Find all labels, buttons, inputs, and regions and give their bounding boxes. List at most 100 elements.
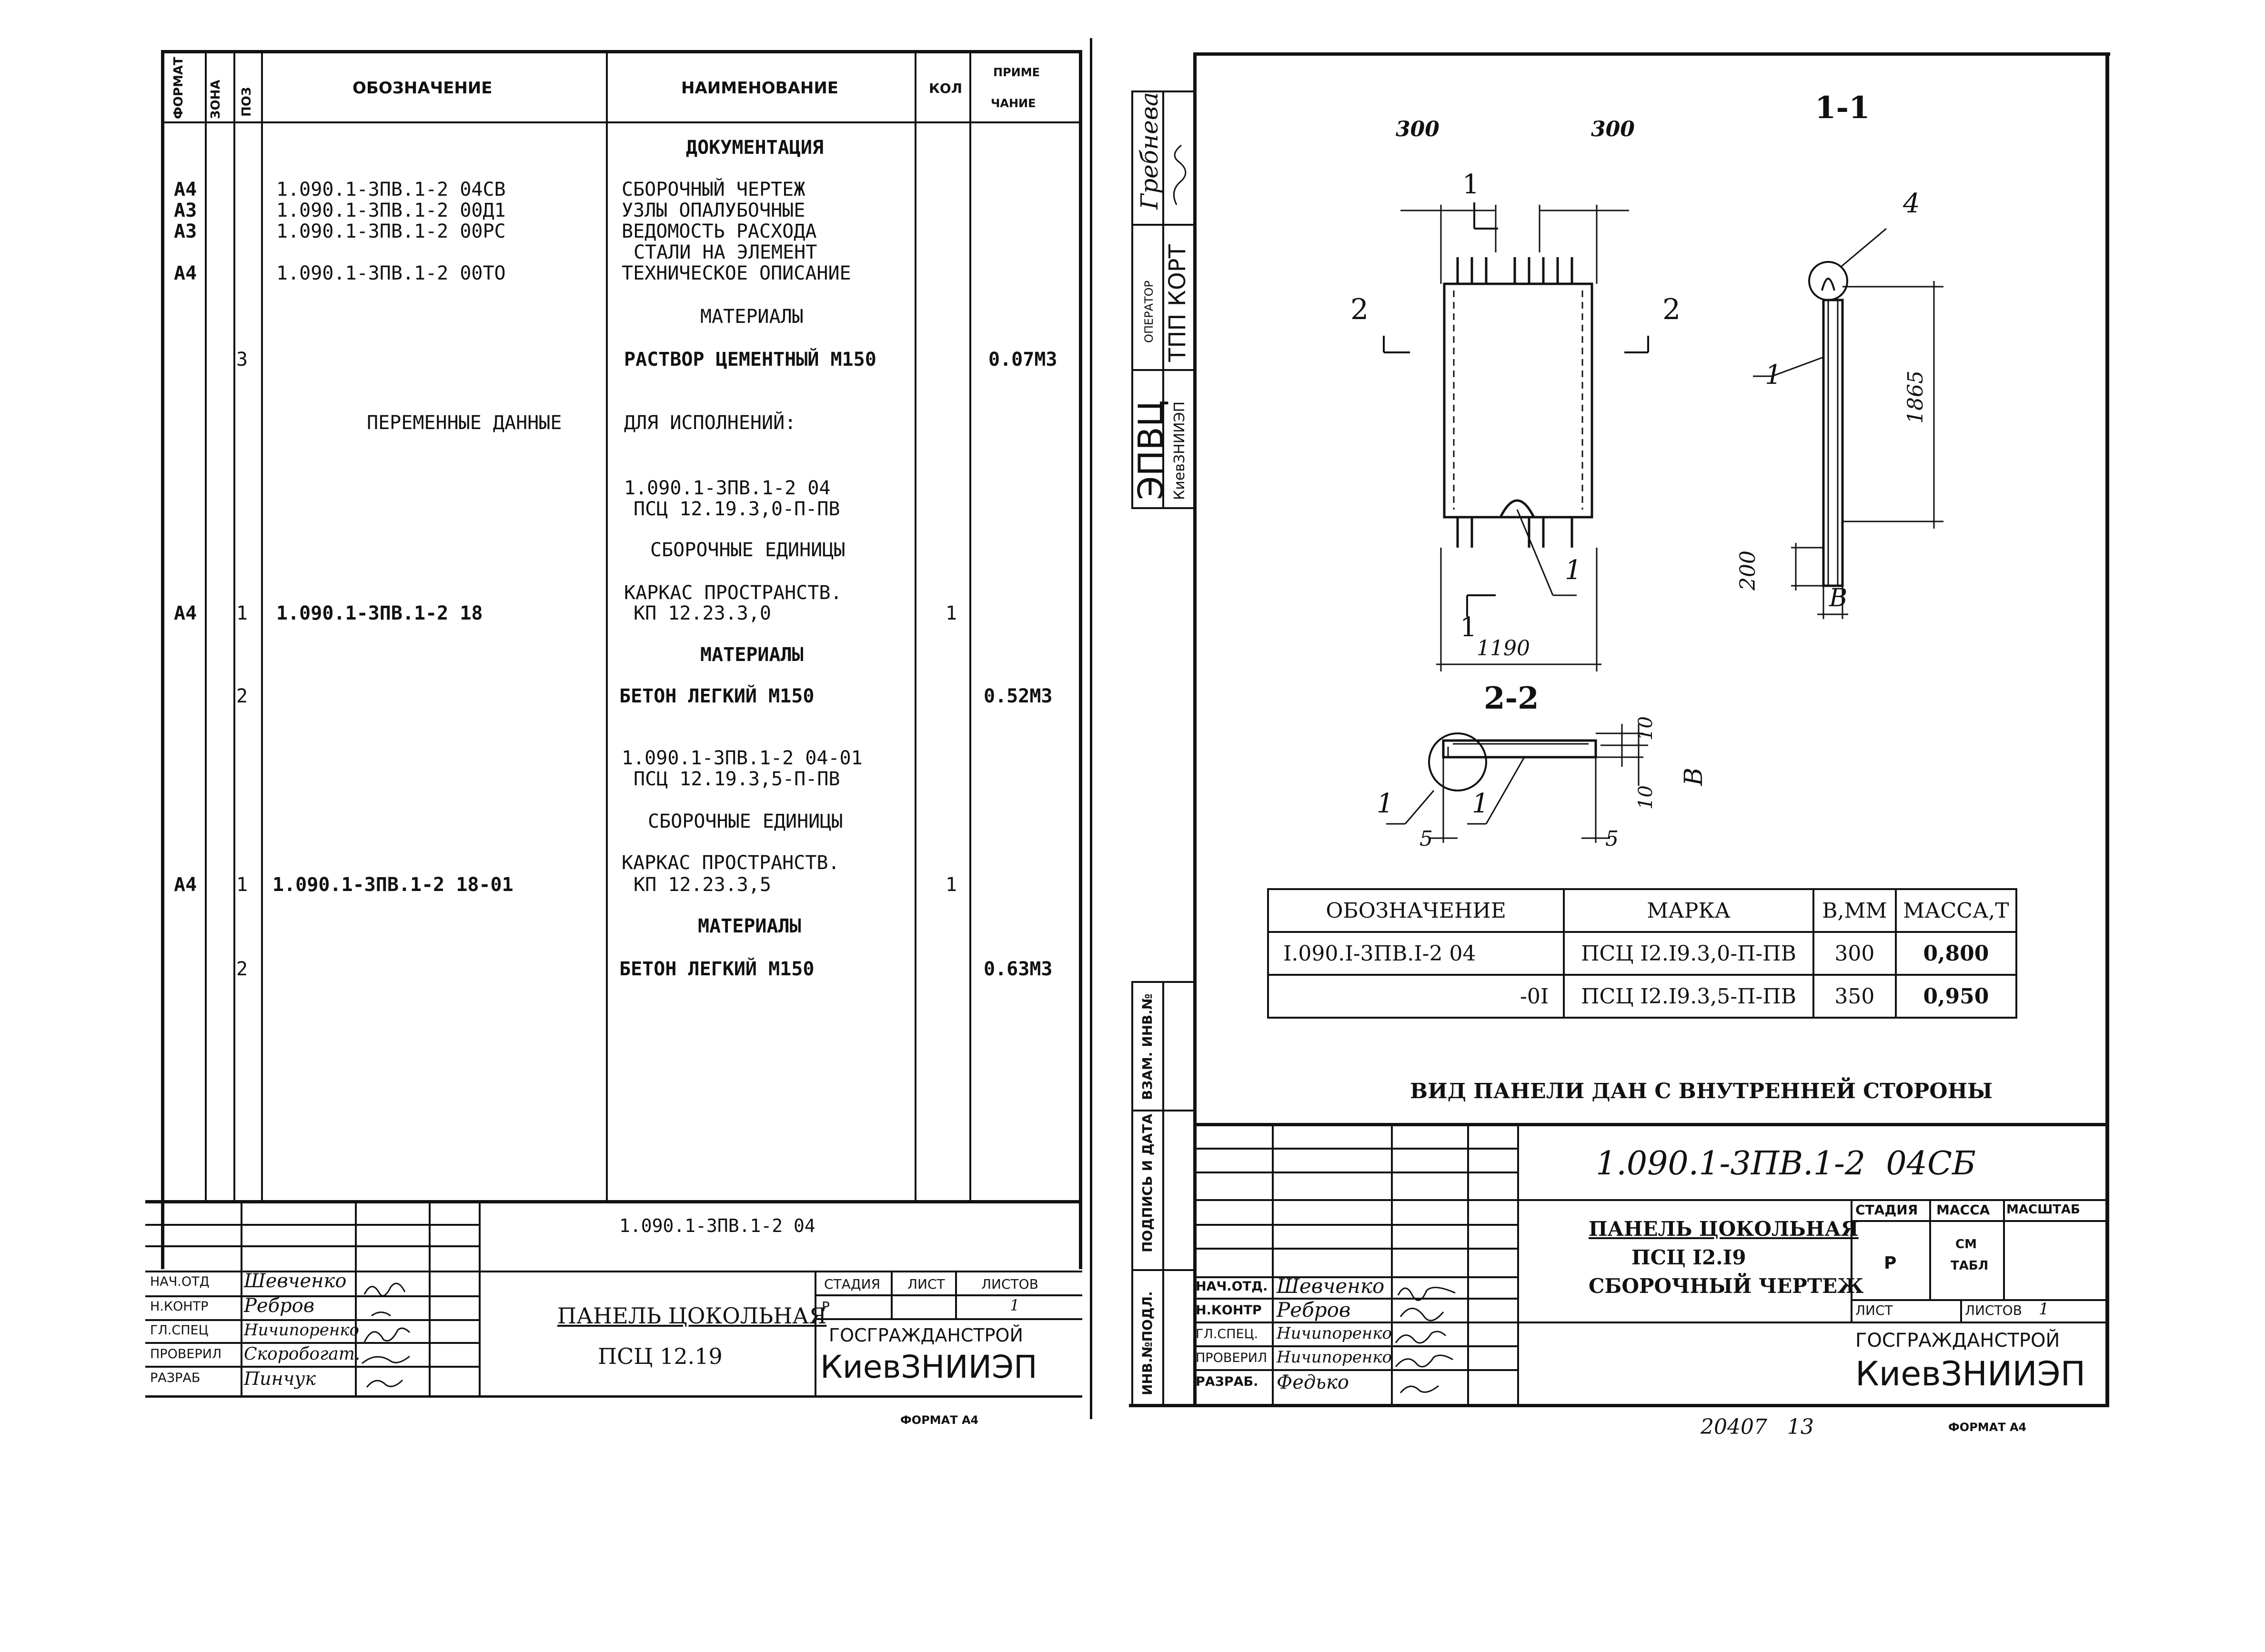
role-label: РАЗРАБ xyxy=(150,1371,201,1385)
marks-header: МАССА,Т xyxy=(1894,888,2018,933)
person-name: Ничипоренко xyxy=(1277,1348,1392,1367)
mass-value-2: ТАБЛ xyxy=(1951,1259,1989,1273)
role-label: ПРОВЕРИЛ xyxy=(150,1347,222,1362)
header-zone: ЗОНА xyxy=(209,80,223,119)
title-line-2: ПСЦ I2.I9 xyxy=(1631,1246,1746,1269)
dim-1190: 1190 xyxy=(1477,636,1530,661)
role-label: ГЛ.СПЕЦ. xyxy=(1196,1327,1258,1342)
spec-designation: 1.090.1-3ПВ.1-2 00Д1 xyxy=(276,200,506,221)
spec-name: ДЛЯ ИСПОЛНЕНИЙ: xyxy=(624,412,796,434)
spec-qty: 1 xyxy=(946,874,957,896)
spec-name: 1.090.1-3ПВ.1-2 04-01 xyxy=(622,747,863,769)
format-label: ФОРМАТ А4 xyxy=(900,1413,979,1427)
dim-b-side: В xyxy=(1680,767,1708,786)
title-line-1: ПАНЕЛЬ ЦОКОЛЬНАЯ xyxy=(1589,1217,1859,1241)
dim-10-bottom: 10 xyxy=(1635,785,1657,810)
doc-code: 1.090.1-3ПВ.1-2 04 xyxy=(619,1215,815,1236)
spec-note: 0.63М3 xyxy=(984,958,1053,980)
stamp-signature-image xyxy=(1173,144,1187,205)
stamp-epvc: ЭПВЦ xyxy=(1131,400,1171,500)
role-label: Н.КОНТР xyxy=(1196,1303,1262,1318)
marks-header: В,ММ xyxy=(1812,888,1897,933)
spec-note: 0.52М3 xyxy=(984,685,1053,707)
marks-cell: I.090.I-3ПВ.I-2 04 xyxy=(1267,931,1565,976)
person-name: Скоробогат. xyxy=(244,1344,361,1364)
role-label: Н.КОНТР xyxy=(150,1299,209,1314)
section-label-2-2: 2-2 xyxy=(1484,681,1539,716)
org-line-2: КиевЗНИИЭП xyxy=(820,1349,1037,1385)
spec-section: МАТЕРИАЛЫ xyxy=(698,915,801,937)
sheets-header: ЛИСТОВ xyxy=(981,1276,1038,1292)
spec-name: ВЕДОМОСТЬ РАСХОДА xyxy=(622,220,817,242)
spec-note: 0.07М3 xyxy=(988,349,1057,370)
stage-value: Р xyxy=(822,1299,830,1314)
stage-value: Р xyxy=(1884,1253,1897,1273)
stage-header: СТАДИЯ xyxy=(824,1276,881,1292)
stamp-podpis: ПОДПИСЬ И ДАТА xyxy=(1139,1113,1155,1252)
dim-1865: 1865 xyxy=(1903,370,1928,424)
marks-cell: ПСЦ I2.I9.3,5-П-ПВ xyxy=(1563,974,1814,1019)
marks-header: МАРКА xyxy=(1563,888,1814,933)
org-line-2: КиевЗНИИЭП xyxy=(1855,1354,2086,1393)
spec-pos: 1 xyxy=(236,602,248,624)
marks-cell: -0I xyxy=(1267,974,1565,1019)
spec-name: СБОРОЧНЫЙ ЧЕРТЕЖ xyxy=(622,179,805,200)
person-name: Пинчук xyxy=(244,1368,316,1389)
dim-b: В xyxy=(1829,584,1848,612)
header-qty: КОЛ xyxy=(929,80,962,96)
doc-code: 1.090.1-3ПВ.1-2 04СБ xyxy=(1596,1145,1976,1182)
spec-designation: 1.090.1-3ПВ.1-2 00ТО xyxy=(276,262,506,284)
spec-format: А4 xyxy=(174,262,197,284)
mass-header: МАССА xyxy=(1936,1202,1990,1218)
spec-name: РАСТВОР ЦЕМЕНТНЫЙ М150 xyxy=(624,349,876,370)
spec-section: ДОКУМЕНТАЦИЯ xyxy=(686,137,824,159)
spec-name: КП 12.23.3,5 xyxy=(634,874,771,896)
person-name: Шевченко xyxy=(244,1270,347,1292)
spec-name: ПСЦ 12.19.3,0-П-ПВ xyxy=(634,498,840,520)
stamp-org: КиевЗНИИЭП xyxy=(1171,401,1188,500)
role-label: ПРОВЕРИЛ xyxy=(1196,1351,1268,1365)
dim-5-left: 5 xyxy=(1419,827,1433,851)
title-line-2: ПСЦ 12.19 xyxy=(598,1343,723,1369)
section-mark-2-right: 2 xyxy=(1662,293,1681,326)
spec-name: БЕТОН ЛЕГКИЙ М150 xyxy=(619,685,815,707)
header-note-1: ПРИМЕ xyxy=(993,66,1040,79)
signatures-image xyxy=(1395,1287,1456,1393)
scale-header: МАСШТАБ xyxy=(2006,1202,2080,1217)
sheet-header: ЛИСТ xyxy=(907,1276,945,1292)
marks-cell: 0,800 xyxy=(1894,931,2018,976)
dim-5-right: 5 xyxy=(1605,827,1619,851)
role-label: НАЧ.ОТД xyxy=(150,1274,210,1289)
table-row: -0I ПСЦ I2.I9.3,5-П-ПВ 350 0,950 xyxy=(1267,974,2018,1019)
role-label: НАЧ.ОТД. xyxy=(1196,1279,1268,1294)
spec-name: СТАЛИ НА ЭЛЕМЕНТ xyxy=(634,241,817,263)
spec-pos: 3 xyxy=(236,349,248,370)
format-label: ФОРМАТ А4 xyxy=(1948,1421,2027,1434)
role-label: РАЗРАБ. xyxy=(1196,1374,1258,1389)
assembly-drawing xyxy=(1383,202,1943,843)
dim-300-left: 300 xyxy=(1396,117,1440,141)
spec-format: А4 xyxy=(174,179,197,200)
table-row: I.090.I-3ПВ.I-2 04 ПСЦ I2.I9.3,0-П-ПВ 30… xyxy=(1267,931,2018,976)
header-name: НАИМЕНОВАНИЕ xyxy=(681,79,839,98)
marks-cell: 350 xyxy=(1812,974,1897,1019)
callout-4: 4 xyxy=(1903,188,1920,219)
section-mark-1-bottom: 1 xyxy=(1460,612,1477,643)
stamp-inv: ИНВ.№ПОДЛ. xyxy=(1139,1291,1155,1395)
spec-name: КАРКАС ПРОСТРАНСТВ. xyxy=(624,582,842,604)
spec-name: КАРКАС ПРОСТРАНСТВ. xyxy=(622,852,840,874)
spec-format: А3 xyxy=(174,220,197,242)
header-pos: ПОЗ xyxy=(240,87,254,117)
spec-qty: 1 xyxy=(946,602,957,624)
spec-pos: 2 xyxy=(236,958,248,980)
title-line-3: СБОРОЧНЫЙ ЧЕРТЕЖ xyxy=(1589,1274,1864,1298)
spec-name: ТЕХНИЧЕСКОЕ ОПИСАНИЕ xyxy=(622,262,851,284)
stamp-name: Гребнева xyxy=(1136,92,1163,210)
spec-pos: 1 xyxy=(236,874,248,896)
spec-section: МАТЕРИАЛЫ xyxy=(700,306,804,328)
drawing-caption: ВИД ПАНЕЛИ ДАН С ВНУТРЕННЕЙ СТОРОНЫ xyxy=(1410,1079,1993,1103)
sheets-value: 1 xyxy=(1010,1296,1020,1314)
archive-number: 20407 13 xyxy=(1701,1415,1814,1439)
marks-cell: ПСЦ I2.I9.3,0-П-ПВ xyxy=(1563,931,1814,976)
section-mark-1-top: 1 xyxy=(1462,169,1480,200)
